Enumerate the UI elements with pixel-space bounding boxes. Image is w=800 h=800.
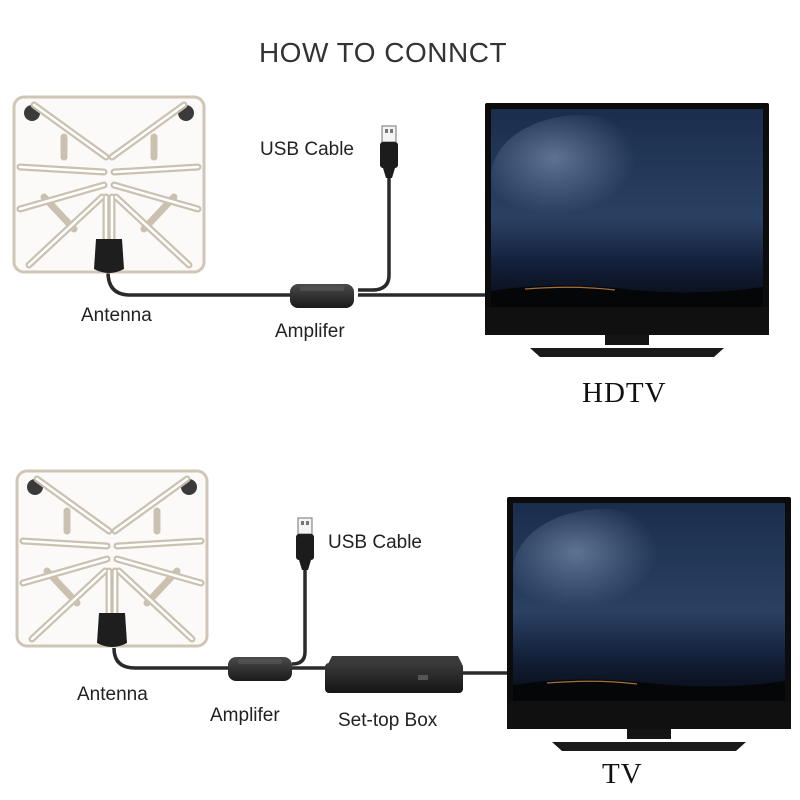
antenna-icon <box>17 471 207 647</box>
usb-cable <box>358 176 391 292</box>
antenna-to-amp-cable <box>106 271 292 297</box>
top-diagram: USB Cable Antenna Amplifer HDTV <box>14 97 770 409</box>
amplifier-label: Amplifer <box>210 705 280 726</box>
bottom-diagram: USB Cable Antenna Amplifer Set-top Box T… <box>17 471 792 790</box>
antenna-label: Antenna <box>77 684 148 705</box>
amplifier-icon <box>228 657 292 681</box>
set-top-box-label: Set-top Box <box>338 710 438 731</box>
usb-plug-icon <box>379 125 399 179</box>
antenna-icon <box>14 97 204 273</box>
usb-plug-icon <box>295 517 315 571</box>
usb-cable-label: USB Cable <box>260 139 354 160</box>
amplifier-icon <box>290 284 354 308</box>
antenna-to-amp-cable <box>112 647 228 670</box>
tv-icon <box>484 102 770 358</box>
usb-cable-label: USB Cable <box>328 532 422 553</box>
page-title: HOW TO CONNCT <box>259 37 507 68</box>
hdtv-label: HDTV <box>582 377 667 409</box>
antenna-label: Antenna <box>81 305 152 326</box>
set-top-box-icon <box>325 656 463 693</box>
usb-cable <box>291 570 307 666</box>
tv-label: TV <box>602 758 643 790</box>
amplifier-label: Amplifer <box>275 321 345 342</box>
tv-icon <box>506 496 792 752</box>
